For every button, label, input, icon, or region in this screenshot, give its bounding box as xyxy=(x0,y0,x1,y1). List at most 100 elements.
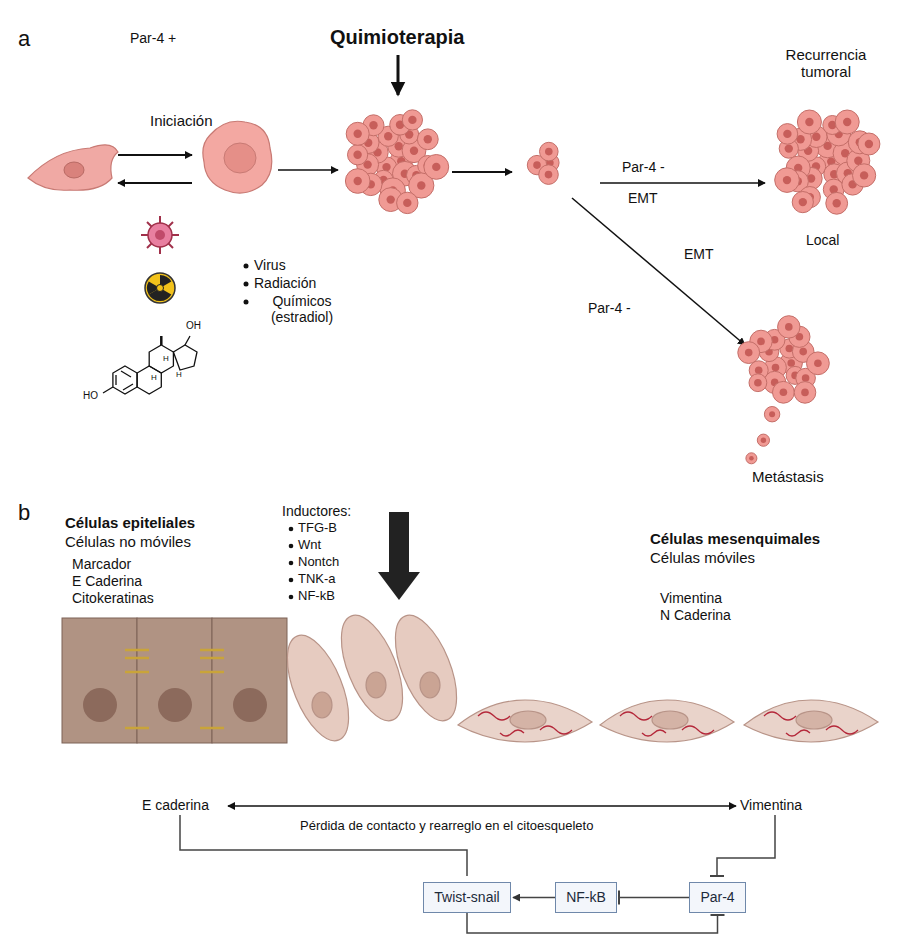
drawing-part xyxy=(383,607,469,729)
drawing-part xyxy=(745,349,753,357)
drawing-part xyxy=(149,345,173,373)
drawing-part xyxy=(778,316,800,338)
list-item: Nontch xyxy=(298,555,339,570)
drawing-part xyxy=(147,222,173,248)
atom-label: H xyxy=(151,373,157,382)
drawing-part xyxy=(799,348,807,356)
marker-label: Vimentina xyxy=(740,797,802,813)
marker-label: Par-4 - xyxy=(588,300,631,316)
drawing-part xyxy=(115,375,116,385)
drawing-part xyxy=(826,726,858,734)
list-heading: Inductores: xyxy=(282,503,351,519)
drawing-part xyxy=(353,151,361,159)
drawing-part xyxy=(403,199,411,207)
list-item: Wnt xyxy=(298,538,321,553)
drawing-part xyxy=(417,181,425,189)
inhibition-connector xyxy=(467,913,718,933)
stage-label: Local xyxy=(806,232,839,248)
drawing-part xyxy=(200,657,224,660)
drawing-part xyxy=(203,121,272,193)
drawing-part xyxy=(814,360,822,368)
drawing-part xyxy=(200,727,224,730)
drawing-part xyxy=(755,367,763,375)
drawing-part xyxy=(289,527,294,532)
box-text: Par-4 xyxy=(700,889,734,906)
drawing-part xyxy=(103,387,113,393)
drawing-part xyxy=(369,121,377,129)
virus-icon xyxy=(141,216,179,254)
drawing-part xyxy=(780,389,788,397)
marker-label: Par-4 + xyxy=(130,30,176,46)
atom-label: H xyxy=(176,370,182,379)
drawing-part xyxy=(121,371,131,377)
box-text: NF-kB xyxy=(566,889,606,906)
marker-label: Par-4 - xyxy=(622,159,665,175)
drawing-part xyxy=(346,122,369,145)
drawing-part xyxy=(775,168,800,193)
drawing-part xyxy=(794,382,816,404)
drawing-part xyxy=(424,135,432,143)
drawing-part xyxy=(289,578,294,583)
drawing-part xyxy=(797,110,821,134)
cell-type-subtitle: Células móviles xyxy=(650,549,755,566)
drawing-part xyxy=(160,336,163,345)
drawing-part xyxy=(354,130,362,138)
process-box: NF-kB xyxy=(555,882,617,913)
drawing-part xyxy=(366,672,386,698)
estradiol-structure xyxy=(103,336,197,394)
marker-label: E caderina xyxy=(142,797,209,813)
drawing-part xyxy=(772,364,780,372)
cell-type-title: Células epiteliales xyxy=(65,514,195,531)
drawing-part xyxy=(783,176,791,184)
drawing-part xyxy=(769,411,775,417)
drawing-part xyxy=(147,222,173,248)
radiation-icon xyxy=(143,273,175,303)
list-item: NF-kB xyxy=(298,589,335,604)
drawing-part xyxy=(749,374,767,392)
process-label: EMT xyxy=(684,246,714,262)
drawing-part xyxy=(417,129,438,150)
note-label: Pérdida de contacto y rearreglo en el ci… xyxy=(300,819,593,834)
drawing-part xyxy=(746,453,757,464)
process-box: Twist-snail xyxy=(423,882,511,913)
drawing-part xyxy=(540,726,572,734)
drawing-part xyxy=(432,163,440,171)
drawing-part xyxy=(786,730,810,736)
drawing-part xyxy=(500,730,524,736)
drawing-part xyxy=(833,199,841,207)
drawing-part xyxy=(682,726,714,734)
process-label: EMT xyxy=(628,190,658,206)
drawing-part xyxy=(244,300,249,305)
drawing-part xyxy=(510,711,546,729)
drawing-part xyxy=(200,671,224,674)
drawing-part xyxy=(783,130,791,138)
drawing-part xyxy=(600,182,765,184)
drawing-part xyxy=(545,148,553,156)
drawing-part xyxy=(83,688,117,722)
drawing-part xyxy=(865,140,873,148)
drawing-part xyxy=(540,142,559,161)
transitional-cells xyxy=(275,607,469,749)
marker-label: Marcador xyxy=(72,556,131,572)
drawing-part xyxy=(397,192,418,213)
drawing-part xyxy=(796,711,832,729)
drawing-part xyxy=(773,381,795,403)
drawing-part xyxy=(125,649,149,652)
drawing-part xyxy=(62,618,137,743)
atom-label: H xyxy=(163,354,169,363)
drawing-part xyxy=(410,147,418,155)
drawing-part xyxy=(173,345,197,370)
drawing-part xyxy=(118,154,192,156)
drawing-part xyxy=(113,366,137,394)
drawing-part xyxy=(826,192,848,214)
drawing-part xyxy=(137,618,212,743)
drawing-part xyxy=(757,338,765,346)
process-box: Par-4 xyxy=(689,882,746,913)
drawing-part xyxy=(835,110,859,134)
drawing-part xyxy=(853,164,876,187)
stage-label: Metástasis xyxy=(752,468,824,485)
marker-label: E Caderina xyxy=(72,573,142,589)
drawing-part xyxy=(854,157,862,165)
arrow-connector xyxy=(513,897,555,899)
drawing-part xyxy=(289,544,294,549)
